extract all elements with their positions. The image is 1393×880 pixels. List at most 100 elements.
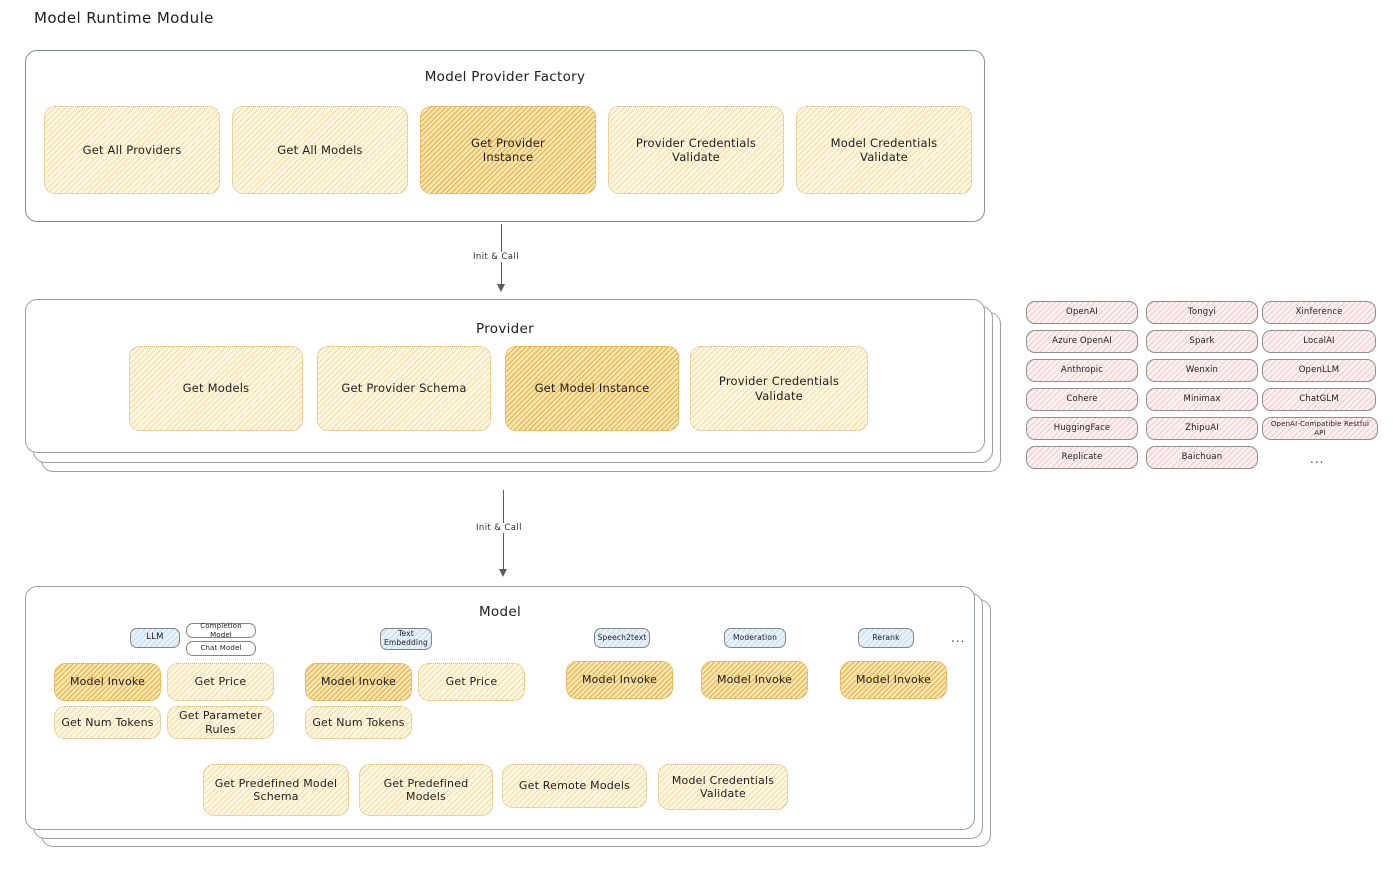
chip-label: Anthropic bbox=[1060, 364, 1104, 375]
provider-chip-chatglm[interactable]: ChatGLM bbox=[1262, 388, 1376, 411]
arrow-factory-to-provider-label: Init & Call bbox=[470, 252, 522, 262]
provider-chip-huggingface[interactable]: HuggingFace bbox=[1026, 417, 1138, 440]
factory-node-get-all-providers[interactable]: Get All Providers bbox=[44, 106, 220, 194]
provider-chip-replicate[interactable]: Replicate bbox=[1026, 446, 1138, 469]
provider-node-get-models[interactable]: Get Models bbox=[129, 346, 303, 431]
chip-label: Spark bbox=[1189, 335, 1215, 346]
node-label: Get Provider Schema bbox=[341, 381, 467, 396]
node-label: Model Invoke bbox=[581, 673, 658, 687]
model-method-speech2text-model-invoke[interactable]: Model Invoke bbox=[566, 661, 673, 699]
chip-label: Completion Model bbox=[200, 622, 242, 639]
node-label: Get Num Tokens bbox=[61, 715, 154, 729]
chip-label: ChatGLM bbox=[1299, 393, 1339, 404]
node-label: Get All Providers bbox=[82, 142, 182, 157]
model-types-more: ... bbox=[951, 631, 966, 645]
node-label: Get Remote Models bbox=[518, 779, 631, 793]
chip-label: Cohere bbox=[1066, 393, 1098, 404]
model-type-badge-llm[interactable]: LLM bbox=[130, 628, 180, 648]
model-method-text-embedding-get-num-tokens[interactable]: Get Num Tokens bbox=[305, 706, 412, 739]
provider-node-get-provider-schema[interactable]: Get Provider Schema bbox=[317, 346, 491, 431]
chip-label: Chat Model bbox=[200, 644, 242, 653]
chip-label: Replicate bbox=[1061, 451, 1103, 462]
provider-chip-tongyi[interactable]: Tongyi bbox=[1146, 301, 1258, 324]
chip-label: Speech2text bbox=[597, 632, 647, 642]
chip-label: Rerank bbox=[872, 632, 900, 642]
provider-chip-openllm[interactable]: OpenLLM bbox=[1262, 359, 1376, 382]
provider-title: Provider bbox=[476, 321, 534, 337]
node-label: Get All Models bbox=[277, 142, 363, 157]
model-common-method-get-remote-models[interactable]: Get Remote Models bbox=[502, 764, 647, 808]
chip-label: LocalAI bbox=[1303, 335, 1335, 346]
provider-chip-xinference[interactable]: Xinference bbox=[1262, 301, 1376, 324]
model-method-llm-model-invoke[interactable]: Model Invoke bbox=[54, 663, 161, 701]
arrow-provider-to-model-label: Init & Call bbox=[473, 523, 525, 533]
model-method-text-embedding-get-price[interactable]: Get Price bbox=[418, 663, 525, 701]
page-title: Model Runtime Module bbox=[34, 9, 214, 27]
provider-chip-baichuan[interactable]: Baichuan bbox=[1146, 446, 1258, 469]
chip-label: Azure OpenAI bbox=[1052, 335, 1112, 346]
provider-chip-wenxin[interactable]: Wenxin bbox=[1146, 359, 1258, 382]
chip-label: Minimax bbox=[1183, 393, 1221, 404]
model-method-text-embedding-model-invoke[interactable]: Model Invoke bbox=[305, 663, 412, 701]
model-provider-factory-title: Model Provider Factory bbox=[424, 69, 586, 85]
provider-chip-openai[interactable]: OpenAI bbox=[1026, 301, 1138, 324]
provider-chip-openai-compatible-restful-api[interactable]: OpenAI-Compatible Restful API bbox=[1262, 417, 1378, 440]
model-title: Model bbox=[478, 604, 522, 620]
chip-label: Tongyi bbox=[1187, 306, 1217, 317]
model-type-badge-moderation[interactable]: Moderation bbox=[724, 628, 786, 648]
node-label: Model Invoke bbox=[855, 673, 932, 687]
node-label: Get Model Instance bbox=[534, 381, 650, 396]
chip-label: Moderation bbox=[733, 632, 777, 642]
provider-chip-zhipuai[interactable]: ZhipuAI bbox=[1146, 417, 1258, 440]
chip-label: OpenLLM bbox=[1298, 364, 1340, 375]
chip-label: LLM bbox=[146, 632, 164, 643]
provider-chip-localai[interactable]: LocalAI bbox=[1262, 330, 1376, 353]
chip-label: Xinference bbox=[1295, 306, 1343, 317]
node-label: Model Invoke bbox=[69, 675, 146, 689]
chip-label: OpenAI bbox=[1066, 306, 1098, 317]
provider-chip-azure-openai[interactable]: Azure OpenAI bbox=[1026, 330, 1138, 353]
provider-chip-minimax[interactable]: Minimax bbox=[1146, 388, 1258, 411]
arrow-provider-to-model-head bbox=[498, 569, 507, 577]
model-method-rerank-model-invoke[interactable]: Model Invoke bbox=[840, 661, 947, 699]
node-label: Get Num Tokens bbox=[312, 715, 405, 729]
model-type-badge-rerank[interactable]: Rerank bbox=[858, 628, 914, 648]
model-method-llm-get-price[interactable]: Get Price bbox=[167, 663, 274, 701]
node-label: Get Price bbox=[445, 675, 498, 689]
model-subtag-chat-model[interactable]: Chat Model bbox=[186, 641, 256, 656]
provider-chip-anthropic[interactable]: Anthropic bbox=[1026, 359, 1138, 382]
provider-node-get-model-instance[interactable]: Get Model Instance bbox=[505, 346, 679, 431]
arrow-factory-to-provider-head bbox=[496, 284, 505, 292]
provider-chip-spark[interactable]: Spark bbox=[1146, 330, 1258, 353]
node-label: Model Invoke bbox=[716, 673, 793, 687]
model-type-badge-speech2text[interactable]: Speech2text bbox=[594, 628, 650, 648]
node-label: Model Invoke bbox=[320, 675, 397, 689]
chip-label: ZhipuAI bbox=[1185, 422, 1219, 433]
chip-label: Wenxin bbox=[1185, 364, 1219, 375]
model-subtag-completion-model[interactable]: Completion Model bbox=[186, 622, 256, 639]
provider-chip-cohere[interactable]: Cohere bbox=[1026, 388, 1138, 411]
model-method-llm-get-num-tokens[interactable]: Get Num Tokens bbox=[54, 706, 161, 739]
model-method-moderation-model-invoke[interactable]: Model Invoke bbox=[701, 661, 808, 699]
model-deck-layer-1 bbox=[25, 586, 975, 830]
factory-node-get-all-models[interactable]: Get All Models bbox=[232, 106, 408, 194]
